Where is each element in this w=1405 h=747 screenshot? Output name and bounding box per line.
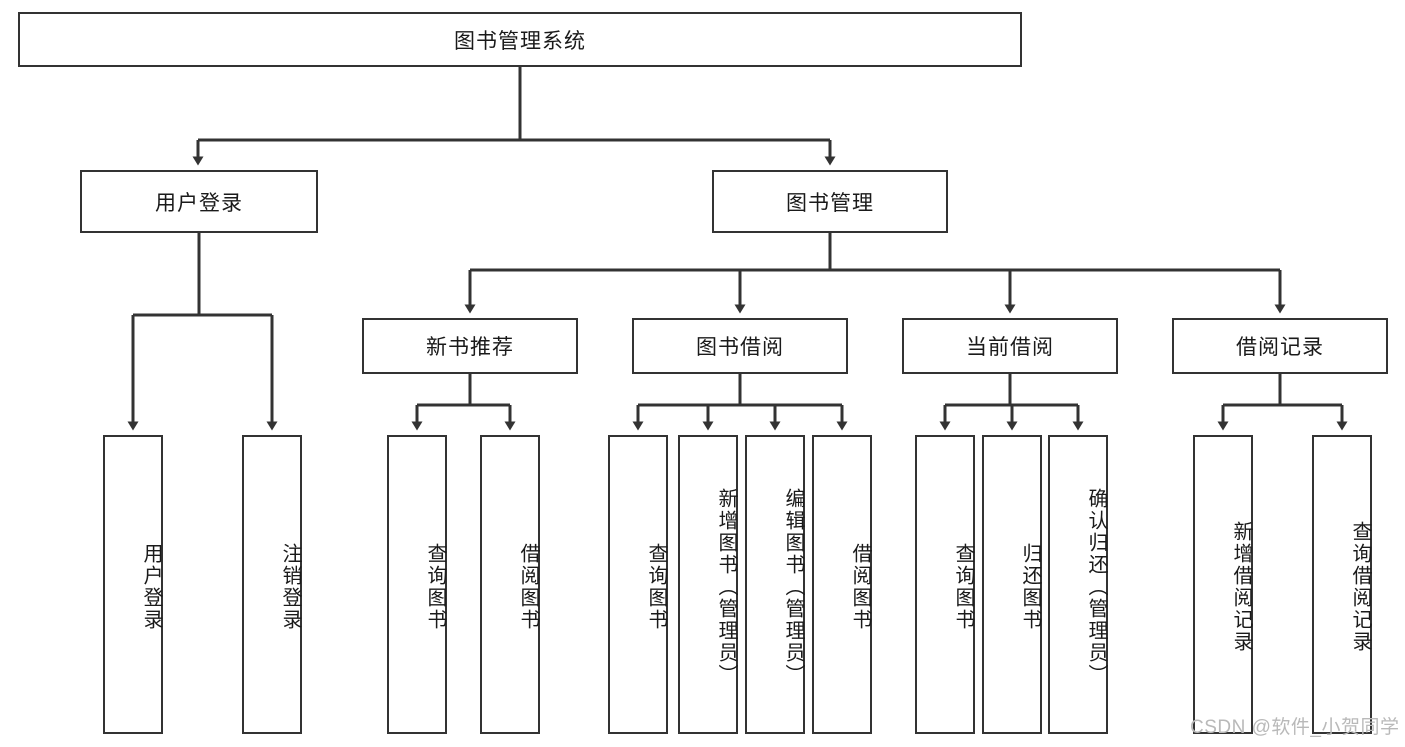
node-root-system[interactable]: 图书管理系统	[18, 12, 1022, 67]
node-label: 注销登录	[279, 542, 301, 631]
node-label: 借阅记录	[1236, 336, 1324, 359]
node-label: 归还图书	[1019, 542, 1041, 631]
leaf-user-login-login[interactable]: 用户登录	[103, 435, 163, 734]
leaf-record-add-record[interactable]: 新增借阅记录	[1193, 435, 1253, 734]
node-book-borrow[interactable]: 图书借阅	[632, 318, 848, 374]
node-book-management[interactable]: 图书管理	[712, 170, 948, 233]
node-label: 图书管理	[786, 191, 874, 215]
leaf-recommend-query-book[interactable]: 查询图书	[387, 435, 447, 734]
node-label: 图书管理系统	[454, 29, 586, 53]
node-label: 用户登录	[155, 191, 243, 215]
leaf-borrow-query-book[interactable]: 查询图书	[608, 435, 668, 734]
node-user-login[interactable]: 用户登录	[80, 170, 318, 233]
leaf-user-login-logout[interactable]: 注销登录	[242, 435, 302, 734]
leaf-recommend-borrow-book[interactable]: 借阅图书	[480, 435, 540, 734]
node-label: 用户登录	[140, 542, 162, 631]
node-label: 新增借阅记录	[1230, 520, 1252, 653]
node-borrow-record[interactable]: 借阅记录	[1172, 318, 1388, 374]
node-label: 新增图书（管理员）	[715, 487, 737, 686]
leaf-borrow-edit-book-admin[interactable]: 编辑图书（管理员）	[745, 435, 805, 734]
node-label: 查询图书	[645, 542, 667, 631]
node-label: 查询图书	[424, 542, 446, 631]
node-label: 查询借阅记录	[1349, 520, 1371, 653]
leaf-borrow-add-book-admin[interactable]: 新增图书（管理员）	[678, 435, 738, 734]
leaf-borrow-borrow-book[interactable]: 借阅图书	[812, 435, 872, 734]
leaf-current-query-book[interactable]: 查询图书	[915, 435, 975, 734]
node-label: 当前借阅	[966, 336, 1054, 359]
watermark: CSDN @软件_小贺同学	[1190, 717, 1400, 738]
node-new-book-recommend[interactable]: 新书推荐	[362, 318, 578, 374]
node-label: 查询图书	[952, 542, 974, 631]
node-label: 图书借阅	[696, 336, 784, 359]
leaf-current-confirm-return-admin[interactable]: 确认归还（管理员）	[1048, 435, 1108, 734]
node-label: 新书推荐	[426, 336, 514, 359]
node-label: 编辑图书（管理员）	[782, 487, 804, 686]
leaf-current-return-book[interactable]: 归还图书	[982, 435, 1042, 734]
node-label: 借阅图书	[517, 542, 539, 631]
node-label: 确认归还（管理员）	[1085, 487, 1107, 686]
node-label: 借阅图书	[849, 542, 871, 631]
node-current-borrow[interactable]: 当前借阅	[902, 318, 1118, 374]
leaf-record-query-record[interactable]: 查询借阅记录	[1312, 435, 1372, 734]
